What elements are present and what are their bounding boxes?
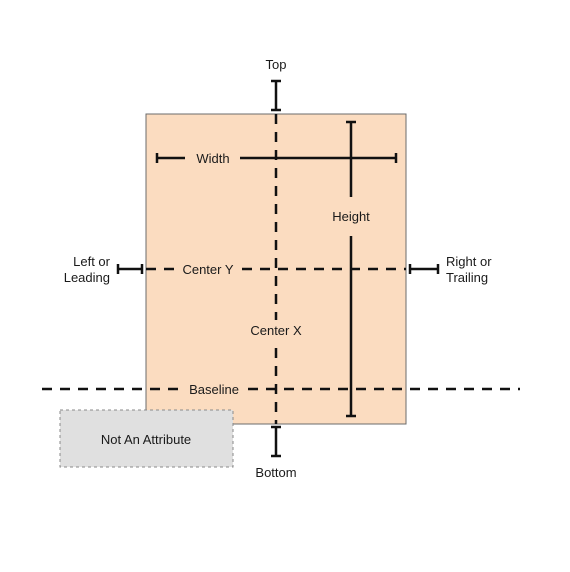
left-label-line1: Left or [73, 254, 111, 269]
center-y-label: Center Y [182, 262, 233, 277]
top-label: Top [266, 57, 287, 72]
center-x-label: Center X [250, 323, 302, 338]
bottom-label: Bottom [255, 465, 296, 480]
center-x-label-bg [244, 320, 306, 340]
width-label: Width [196, 151, 229, 166]
baseline-label: Baseline [189, 382, 239, 397]
left-label-line2: Leading [64, 270, 110, 285]
not-attribute-box [59, 409, 234, 468]
right-label-line1: Right or [446, 254, 492, 269]
right-label-line2: Trailing [446, 270, 488, 285]
height-label: Height [332, 209, 370, 224]
not-attribute-label: Not An Attribute [101, 432, 191, 447]
